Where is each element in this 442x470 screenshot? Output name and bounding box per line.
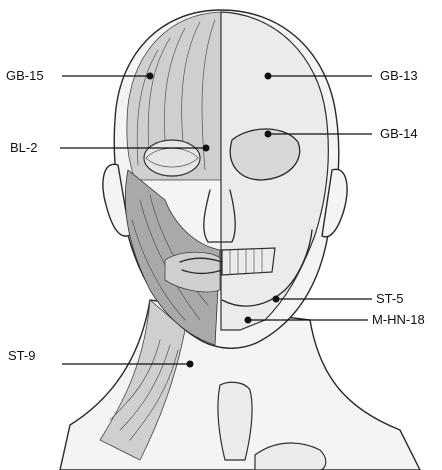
point-marker: [265, 131, 272, 138]
point-marker: [187, 361, 194, 368]
point-label: GB-14: [380, 126, 418, 141]
point-marker: [147, 73, 154, 80]
point-label: ST-5: [376, 291, 403, 306]
point-marker: [245, 317, 252, 324]
point-marker: [265, 73, 272, 80]
point-label: M-HN-18: [372, 312, 425, 327]
point-marker: [203, 145, 210, 152]
point-label: GB-13: [380, 68, 418, 83]
point-marker: [273, 296, 280, 303]
eye-left: [144, 140, 200, 176]
point-label: GB-15: [6, 68, 44, 83]
point-label: BL-2: [10, 140, 37, 155]
point-label: ST-9: [8, 348, 35, 363]
